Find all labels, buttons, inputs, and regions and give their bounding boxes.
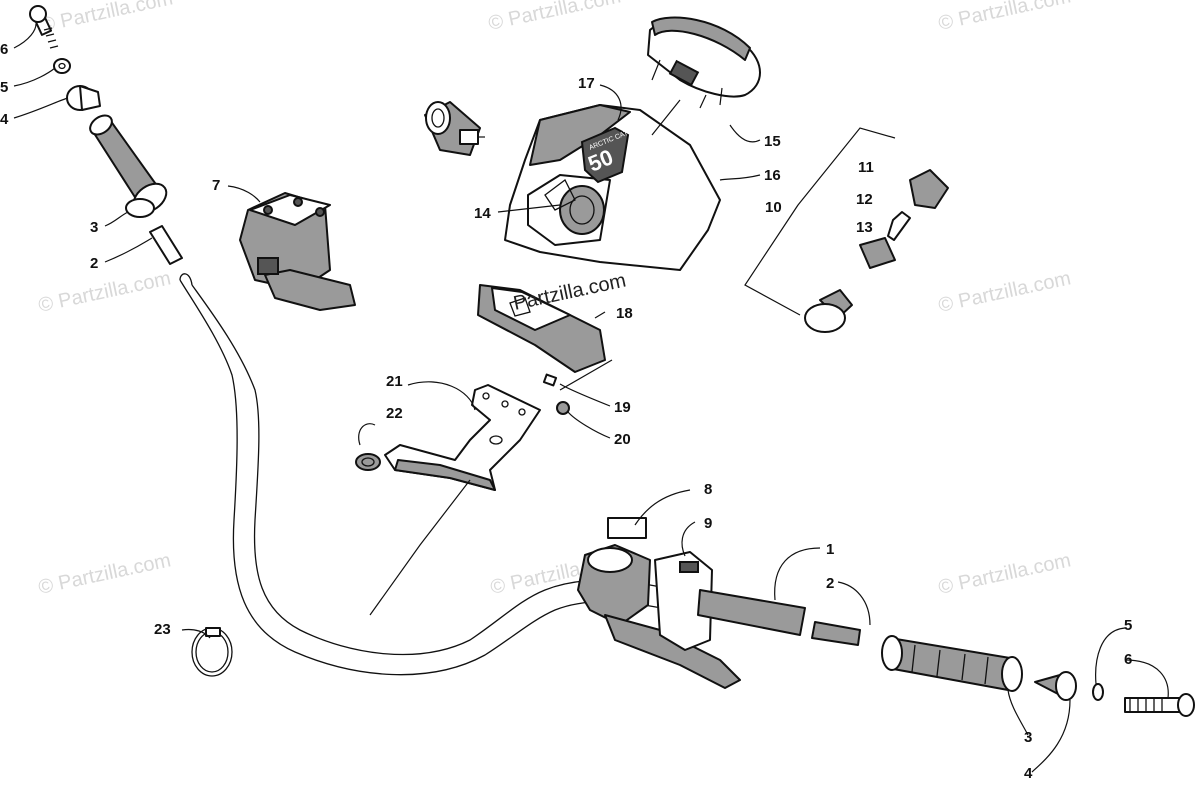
- decal: [607, 517, 647, 539]
- bracket-housing: [477, 284, 606, 373]
- callout-11: 11: [858, 159, 874, 176]
- watermark: © Partzilla.com: [486, 0, 622, 35]
- watermark: © Partzilla.com: [36, 267, 172, 317]
- mounting-bracket: [384, 384, 541, 491]
- callout-17: 17: [578, 75, 595, 92]
- callout-23: 23: [154, 621, 171, 638]
- rivet: [542, 373, 558, 387]
- grommet: [355, 453, 381, 471]
- brand-overlay: Partzilla.com: [511, 270, 628, 315]
- callout-14: 14: [474, 205, 491, 222]
- callout-22: 22: [386, 405, 403, 422]
- arctic-cat-badge: ARCTIC CAT 50: [580, 126, 630, 184]
- callout-7: 7: [212, 177, 220, 194]
- grip-right: [881, 635, 1023, 692]
- watermark: © Partzilla.com: [936, 549, 1072, 599]
- callout-13: 13: [856, 219, 873, 236]
- washer-left: [53, 58, 71, 74]
- callout-16: 16: [764, 167, 781, 184]
- callout-12: 12: [856, 191, 873, 208]
- callout-9: 9: [704, 515, 712, 532]
- ignition-switch: [804, 289, 853, 333]
- watermark: © Partzilla.com: [936, 267, 1072, 317]
- callout-21: 21: [386, 373, 403, 390]
- brake-lever-assembly: [577, 517, 741, 689]
- callout-20: 20: [614, 431, 631, 448]
- sleeve-left: [149, 225, 183, 265]
- callout-18: 18: [616, 305, 633, 322]
- end-weight-right: [1034, 671, 1077, 701]
- callout-5: 5: [0, 79, 8, 96]
- thumb-throttle: [239, 192, 356, 311]
- watermark: © Partzilla.com: [38, 0, 174, 37]
- callout-2: 2: [90, 255, 98, 272]
- leader-lines: [13, 23, 1169, 773]
- callout-3: 3: [90, 219, 98, 236]
- bolt-right: [1124, 693, 1195, 717]
- key-cap: [909, 169, 949, 209]
- callout-1: 1: [826, 541, 834, 558]
- callout-2: 2: [826, 575, 834, 592]
- headlight-pod: ARCTIC CAT 50: [504, 104, 721, 271]
- grip-left: [89, 114, 168, 218]
- callout-19: 19: [614, 399, 631, 416]
- power-socket: [424, 101, 485, 156]
- throttle-tube: [697, 589, 806, 636]
- callout-labels: 6 5 4 3 2 7 17 14 15 16 11 12 10 13 18 2…: [0, 41, 1132, 782]
- end-weight-left: [66, 85, 101, 111]
- callout-6: 6: [0, 41, 8, 58]
- bolt-left: [29, 5, 59, 49]
- callout-6: 6: [1124, 651, 1132, 668]
- sleeve-right: [811, 621, 861, 646]
- key-nut: [859, 237, 896, 269]
- washer-right: [1092, 683, 1104, 701]
- callout-8: 8: [704, 481, 712, 498]
- cable-tie: [191, 627, 233, 677]
- key: [887, 211, 911, 241]
- callout-4: 4: [0, 111, 9, 128]
- right-grip-assembly: [697, 589, 1195, 717]
- watermark: © Partzilla.com: [36, 549, 172, 599]
- callout-4: 4: [1024, 765, 1033, 782]
- left-grip-assembly: [29, 5, 183, 265]
- key-switch-group: [744, 127, 949, 333]
- watermark: © Partzilla.com: [936, 0, 1072, 35]
- callout-3: 3: [1024, 729, 1032, 746]
- speedometer: [647, 16, 761, 109]
- screw: [556, 401, 570, 415]
- callout-15: 15: [764, 133, 781, 150]
- callout-5: 5: [1124, 617, 1132, 634]
- callout-10: 10: [765, 199, 782, 216]
